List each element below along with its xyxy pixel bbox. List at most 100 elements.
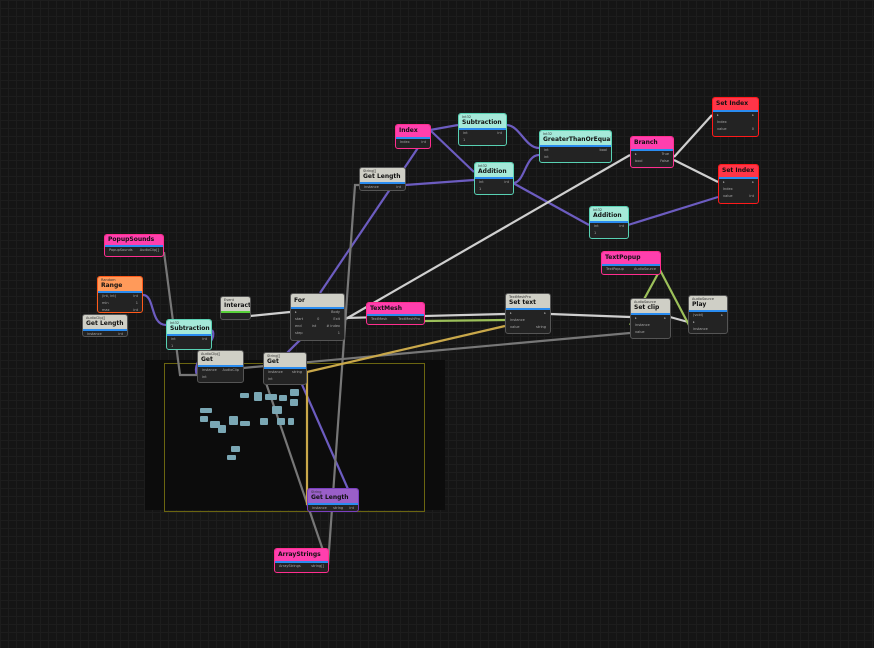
wire-string-getlength [298,379,357,506]
value-field[interactable]: 0 [751,127,754,131]
output-port[interactable]: TextMeshPro [398,317,420,321]
value-port[interactable]: value [635,330,645,334]
node-subtitle: Int32 [462,115,472,119]
variable-dropdown[interactable]: PopupSounds [109,248,133,252]
instance-port[interactable]: instance [202,368,217,372]
false-port[interactable]: False [660,159,669,163]
b-value-field[interactable]: 1 [463,138,466,142]
variable-dropdown[interactable]: Index [717,120,727,124]
instance-port[interactable]: instance [635,323,650,327]
value-port[interactable]: value [723,194,733,198]
node-title: Range [101,282,123,289]
output-port[interactable]: int [504,180,509,184]
output-port[interactable]: string [291,370,302,374]
a-port[interactable]: int [479,180,484,184]
overload-dropdown[interactable]: (int, int) [102,294,117,298]
a-port[interactable]: int [463,131,468,135]
body-port[interactable]: Body [331,310,340,314]
output-port[interactable]: AudioClip[] [139,248,159,252]
output-port[interactable]: int [497,131,502,135]
output-port[interactable]: int [619,224,624,228]
index-port[interactable]: # index [326,324,340,328]
end-port[interactable]: end [295,324,302,328]
instance-port[interactable]: instance [510,318,525,322]
min-port[interactable]: min [102,301,109,305]
true-port[interactable]: True [661,152,669,156]
instance-port[interactable]: instance [693,327,708,331]
start-value-field[interactable]: 0 [317,317,320,321]
output-port[interactable]: AudioSource [634,267,656,271]
output-port[interactable]: int [118,332,123,336]
step-port[interactable]: step [295,331,303,335]
b-value-field[interactable]: 1 [479,187,482,191]
a-port[interactable]: int [544,148,549,152]
instance-port[interactable]: instance [87,332,102,336]
a-port[interactable]: int [171,337,176,341]
index-port[interactable]: int [268,377,273,381]
instance-port[interactable]: instance [312,506,327,510]
max-port[interactable]: max [102,308,110,312]
a-port[interactable]: int [594,224,599,228]
b-value-field[interactable]: 1 [594,231,597,235]
step-value-field[interactable]: 1 [337,331,340,335]
index-port[interactable]: int [202,375,207,379]
output-port[interactable]: int [421,140,426,144]
node-title: Addition [593,212,622,219]
output-port[interactable]: int [202,337,207,341]
group-background [145,360,445,510]
variable-dropdown[interactable]: Index [723,187,733,191]
b-value-field[interactable]: 1 [171,344,174,348]
min-value-field[interactable]: 1 [135,301,138,305]
variable-dropdown[interactable]: TextPopup [606,267,624,271]
node-title: Get Length [86,320,124,327]
output-port[interactable]: int [349,506,354,510]
output-port[interactable]: string[] [311,564,324,568]
output-port[interactable]: AudioClip [222,368,239,372]
value-port[interactable]: value [510,325,520,329]
wire-index-addition [429,129,475,173]
output-port[interactable]: int [133,294,138,298]
variable-dropdown[interactable]: ArrayStrings [279,564,301,568]
value-port[interactable]: value [717,127,727,131]
instance-port[interactable]: instance [268,370,283,374]
variable-dropdown[interactable]: TextMesh [371,317,388,321]
wire-branch-setindex2 [673,159,719,183]
instance-port[interactable]: instance [364,185,379,189]
output-port[interactable]: bool [599,148,607,152]
overload-dropdown[interactable]: (void) [693,313,704,317]
output-port[interactable]: int [396,185,401,189]
b-port[interactable]: int [544,155,549,159]
wire-addition2-setindex [627,195,719,227]
wire-getlength-addition [404,178,475,187]
exit-port[interactable]: Exit [333,317,340,321]
node-subtitle: AudioClip[] [201,352,221,356]
start-port[interactable]: start [295,317,304,321]
variable-dropdown[interactable]: Index [400,140,410,144]
node-subtitle: Event [224,298,235,302]
condition-port[interactable]: bool [635,159,643,163]
